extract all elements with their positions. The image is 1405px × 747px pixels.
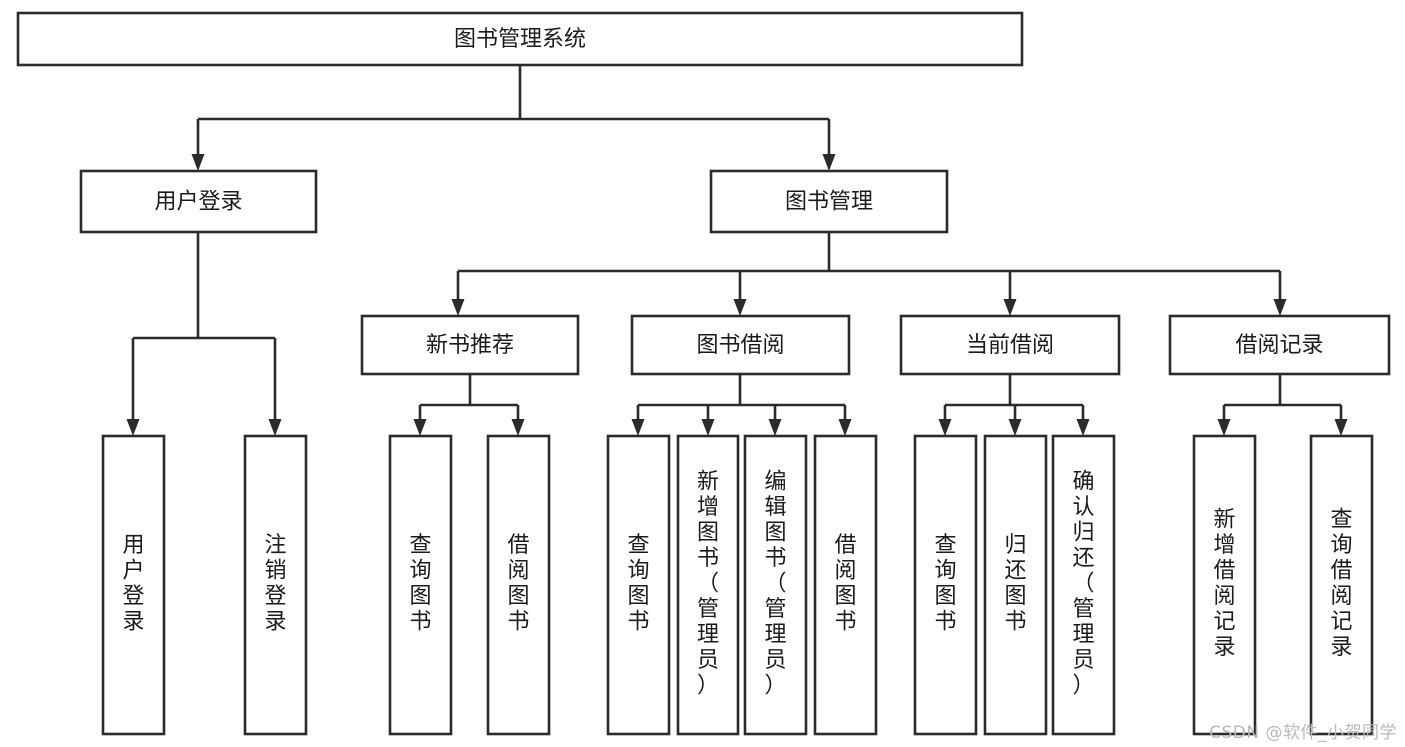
node-box-leaf-borrow-book <box>813 434 878 736</box>
node-box-leaf-query-book-current <box>913 434 978 736</box>
node-leaf-edit-book-admin[interactable]: 编辑图书（管理员） <box>743 434 808 736</box>
node-root[interactable]: 图书管理系统 <box>16 11 1024 67</box>
connector-book-management-to-level3 <box>451 232 1287 316</box>
node-box-current-borrow <box>899 314 1121 376</box>
node-label-leaf-query-book-current: 查询图书 <box>934 533 956 635</box>
node-label-leaf-user-login: 用户登录 <box>122 533 144 635</box>
node-box-leaf-edit-book-admin <box>743 434 808 736</box>
node-leaf-logout[interactable]: 注销登录 <box>243 434 308 736</box>
node-label-leaf-add-book-admin: 新增图书（管理员） <box>697 469 719 698</box>
connector-root-to-level2 <box>191 65 836 171</box>
node-box-new-book-recommend <box>360 314 580 376</box>
node-box-leaf-query-borrow-record <box>1309 434 1374 736</box>
node-box-leaf-add-book-admin <box>676 434 740 736</box>
connector-user-login-to-leaves <box>126 232 282 436</box>
node-box-book-borrow <box>630 314 851 376</box>
node-label-leaf-confirm-return-admin: 确认归还（管理员） <box>1072 469 1094 698</box>
connector-current-borrow-to-leaves <box>938 374 1090 436</box>
node-leaf-user-login[interactable]: 用户登录 <box>101 434 166 736</box>
csdn-watermark: CSDN @软件_小贺同学 <box>1209 723 1397 743</box>
node-leaf-query-borrow-record[interactable]: 查询借阅记录 <box>1309 434 1374 736</box>
node-leaf-borrow-book[interactable]: 借阅图书 <box>813 434 878 736</box>
node-new-book-recommend[interactable]: 新书推荐 <box>360 314 580 376</box>
node-box-leaf-add-borrow-record <box>1192 434 1257 736</box>
node-user-login[interactable]: 用户登录 <box>79 169 318 234</box>
node-label-leaf-edit-book-admin: 编辑图书（管理员） <box>764 469 786 698</box>
node-current-borrow[interactable]: 当前借阅 <box>899 314 1121 376</box>
node-label-borrow-records: 借阅记录 <box>1235 333 1323 358</box>
node-leaf-confirm-return-admin[interactable]: 确认归还（管理员） <box>1051 434 1116 736</box>
node-box-leaf-borrow-book-recommend <box>486 434 551 736</box>
node-book-borrow[interactable]: 图书借阅 <box>630 314 851 376</box>
node-label-leaf-logout: 注销登录 <box>264 533 286 635</box>
node-leaf-add-book-admin[interactable]: 新增图书（管理员） <box>676 434 740 736</box>
node-leaf-query-book-current[interactable]: 查询图书 <box>913 434 978 736</box>
node-label-leaf-return-book: 归还图书 <box>1004 533 1026 635</box>
node-box-leaf-confirm-return-admin <box>1051 434 1116 736</box>
node-box-leaf-return-book <box>983 434 1048 736</box>
node-label-new-book-recommend: 新书推荐 <box>426 333 514 358</box>
node-box-leaf-query-book-recommend <box>388 434 453 736</box>
node-box-book-management <box>709 169 949 234</box>
node-label-leaf-query-book-borrow: 查询图书 <box>627 533 649 635</box>
connectors-layer <box>126 65 1348 436</box>
node-label-leaf-add-borrow-record: 新增借阅记录 <box>1213 508 1235 661</box>
node-box-leaf-logout <box>243 434 308 736</box>
connector-book-borrow-to-leaves <box>631 374 852 436</box>
node-label-leaf-query-book-recommend: 查询图书 <box>409 533 431 635</box>
node-borrow-records[interactable]: 借阅记录 <box>1168 314 1391 376</box>
node-label-book-borrow: 图书借阅 <box>696 333 784 358</box>
node-label-leaf-borrow-book: 借阅图书 <box>834 533 856 635</box>
node-leaf-query-book-borrow[interactable]: 查询图书 <box>606 434 671 736</box>
node-label-book-management: 图书管理 <box>785 190 873 215</box>
node-label-current-borrow: 当前借阅 <box>966 333 1054 358</box>
connector-new-book-to-leaves <box>413 374 525 436</box>
node-label-leaf-query-borrow-record: 查询借阅记录 <box>1330 508 1352 661</box>
node-box-borrow-records <box>1168 314 1391 376</box>
node-label-leaf-borrow-book-recommend: 借阅图书 <box>507 533 529 635</box>
node-leaf-add-borrow-record[interactable]: 新增借阅记录 <box>1192 434 1257 736</box>
connector-borrow-records-to-leaves <box>1217 374 1348 436</box>
node-boxes-layer: 图书管理系统用户登录图书管理新书推荐图书借阅当前借阅借阅记录用户登录注销登录查询… <box>16 11 1391 736</box>
node-leaf-return-book[interactable]: 归还图书 <box>983 434 1048 736</box>
node-label-user-login: 用户登录 <box>154 190 242 215</box>
node-book-management[interactable]: 图书管理 <box>709 169 949 234</box>
node-box-root <box>16 11 1024 67</box>
node-box-leaf-query-book-borrow <box>606 434 671 736</box>
node-leaf-borrow-book-recommend[interactable]: 借阅图书 <box>486 434 551 736</box>
node-box-user-login <box>79 169 318 234</box>
node-label-root: 图书管理系统 <box>454 27 586 52</box>
node-box-leaf-user-login <box>101 434 166 736</box>
node-leaf-query-book-recommend[interactable]: 查询图书 <box>388 434 453 736</box>
